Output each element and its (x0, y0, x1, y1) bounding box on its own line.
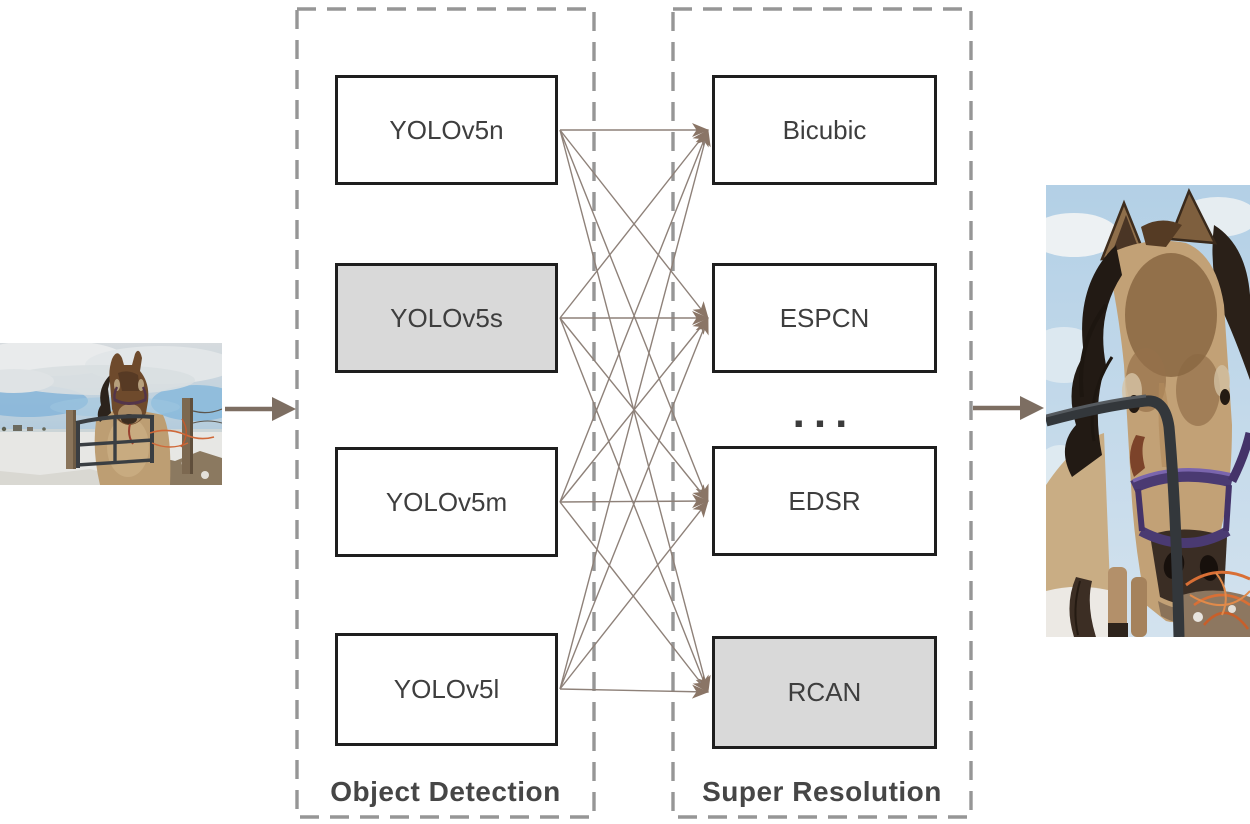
model-box-yolov5m: YOLOv5m (335, 447, 558, 557)
more-methods-ellipsis: ... (792, 388, 857, 437)
fence-gate (66, 398, 222, 474)
model-box-rcan: RCAN (712, 636, 937, 749)
model-box-yolov5m-label: YOLOv5m (385, 486, 508, 517)
model-box-bicubic: Bicubic (712, 75, 937, 185)
model-box-rcan-label: RCAN (787, 677, 862, 707)
model-box-edsr-label: EDSR (788, 485, 861, 516)
model-box-edsr: EDSR (712, 446, 937, 556)
gate-bar (1046, 395, 1185, 637)
model-box-yolov5s: YOLOv5s (335, 263, 558, 373)
object-detection-label: Object Detection (330, 776, 561, 807)
super-resolution-label: Super Resolution (702, 776, 942, 807)
model-box-espcn: ESPCN (712, 263, 937, 373)
model-box-yolov5n-label: YOLOv5n (389, 114, 504, 145)
model-box-yolov5s-label: YOLOv5s (390, 302, 503, 333)
model-box-yolov5n: YOLOv5n (335, 75, 558, 185)
model-box-yolov5l-label: YOLOv5l (393, 674, 500, 704)
orange-twine (1185, 570, 1250, 630)
output-arrow (973, 396, 1044, 420)
input-horse-photo (0, 343, 222, 485)
output-horse-photo (1046, 185, 1250, 637)
input-arrow (225, 397, 296, 421)
ground-and-legs (1046, 567, 1250, 637)
model-box-bicubic-label: Bicubic (782, 114, 867, 145)
model-box-yolov5l: YOLOv5l (335, 633, 558, 746)
model-box-espcn-label: ESPCN (779, 302, 870, 333)
